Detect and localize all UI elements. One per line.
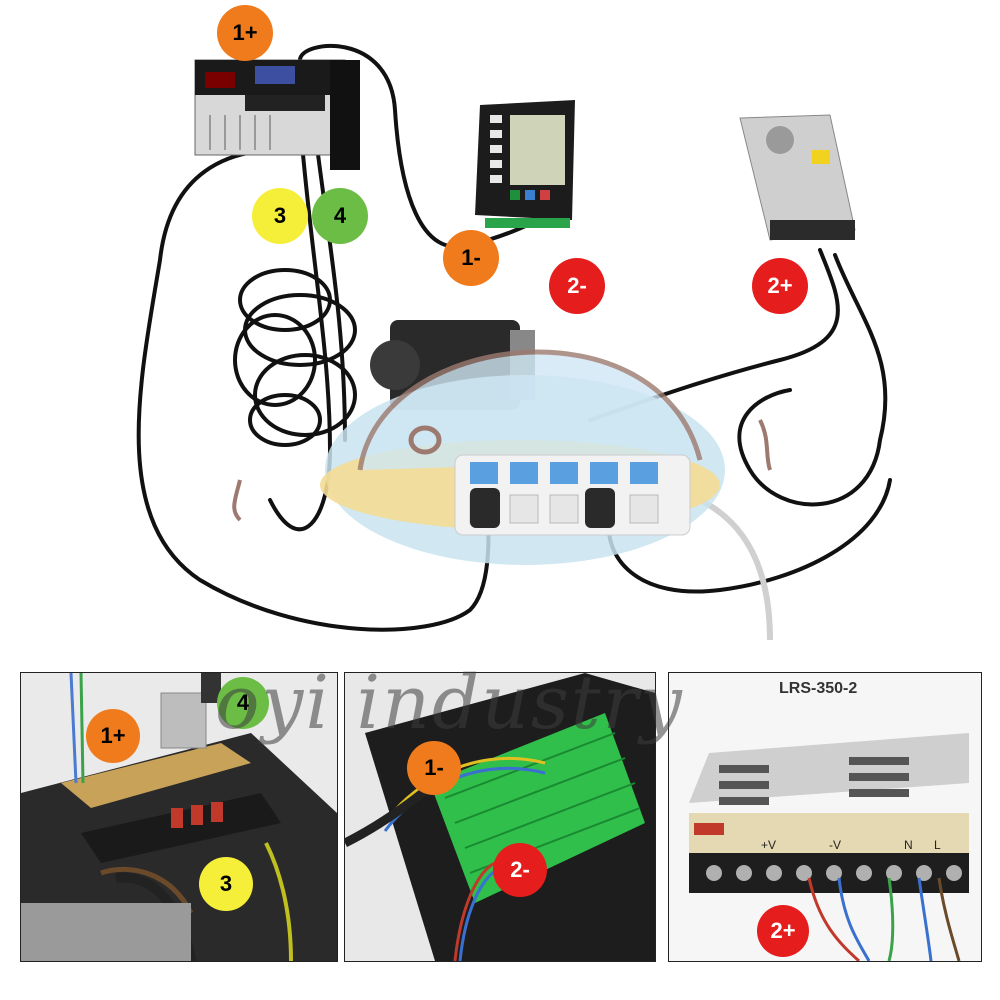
badge-1-minus: 1- bbox=[443, 230, 499, 286]
inset-badge-1-minus: 1- bbox=[407, 741, 461, 795]
badge-4: 4 bbox=[312, 188, 368, 244]
psu-terminal-pos: +V bbox=[761, 838, 776, 852]
psu-model-label: LRS-350-2 bbox=[779, 680, 857, 697]
inset-badge-3: 3 bbox=[199, 857, 253, 911]
power-supply bbox=[739, 114, 856, 241]
inset-badge-2-plus: 2+ bbox=[757, 905, 809, 957]
inset-controller-terminals: 1- 2- bbox=[344, 672, 656, 962]
inset-badge-4: 4 bbox=[217, 677, 269, 729]
inset-servo-driver: 1+ 4 3 bbox=[20, 672, 338, 962]
psu-terminal-neg: -V bbox=[829, 838, 841, 852]
badge-2-plus: 2+ bbox=[752, 258, 808, 314]
inset-power-supply-terminals: LRS-350-2 +V -V N L 2+ bbox=[668, 672, 982, 962]
badge-2-minus: 2- bbox=[549, 258, 605, 314]
power-strip-cord bbox=[698, 497, 773, 641]
power-strip bbox=[454, 454, 691, 536]
psu-terminal-n: N bbox=[904, 838, 913, 852]
cnc-controller bbox=[475, 100, 575, 228]
servo-driver bbox=[194, 59, 360, 170]
psu-closeup: LRS-350-2 +V -V N L bbox=[669, 673, 981, 961]
inset-badge-2-minus: 2- bbox=[493, 843, 547, 897]
inset-badge-1-plus: 1+ bbox=[86, 709, 140, 763]
psu-terminal-l: L bbox=[934, 838, 941, 852]
badge-1-plus: 1+ bbox=[217, 5, 273, 61]
servo-driver-closeup bbox=[21, 673, 337, 961]
badge-3: 3 bbox=[252, 188, 308, 244]
watermark-text: oyi industry bbox=[215, 660, 684, 746]
